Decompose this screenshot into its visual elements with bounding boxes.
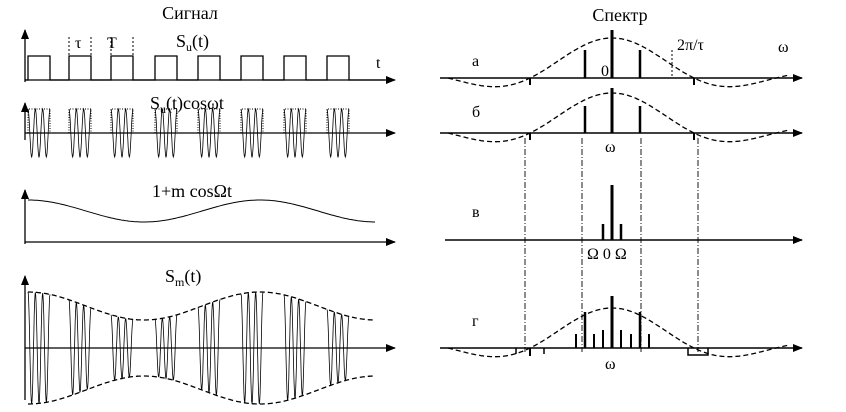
spectrum-b-omega: ω bbox=[605, 139, 616, 156]
spectrum-a-envelope bbox=[447, 37, 791, 88]
pulse-envelope-dotted bbox=[27, 108, 350, 133]
signal-header: Сигнал bbox=[162, 3, 218, 23]
am-pulse-plot bbox=[21, 275, 396, 405]
modulating-cosine-curve bbox=[28, 199, 375, 223]
spectrum-b-letter: б bbox=[472, 104, 480, 121]
sm-label: Sm(t) bbox=[165, 266, 201, 289]
spectrum-header: Спектр bbox=[592, 5, 647, 25]
spectrum-a-letter: а bbox=[472, 53, 479, 70]
spectrum-a-period: 2π/τ bbox=[677, 37, 705, 54]
spectrum-g-omega: ω bbox=[605, 356, 616, 373]
pulse-carrier-plot bbox=[21, 102, 396, 159]
spectrum-g-letter: г bbox=[472, 313, 479, 330]
spectrum-a-omega: ω bbox=[778, 39, 789, 56]
pulse-train-plot bbox=[21, 29, 396, 84]
spectrum-v-plot bbox=[445, 185, 803, 244]
period-T-label: T bbox=[107, 35, 117, 52]
modulating-signal-plot bbox=[21, 189, 396, 246]
spectrum-b-envelope bbox=[447, 92, 791, 143]
spectrum-v-letter: в bbox=[472, 204, 480, 221]
spectrum-a-zero: 0 bbox=[601, 63, 609, 80]
time-axis-label: t bbox=[376, 55, 381, 72]
pulse-waveform bbox=[25, 55, 385, 81]
spectrum-v-labels: Ω 0 Ω bbox=[587, 246, 627, 263]
tau-label: τ bbox=[75, 35, 82, 52]
su-cos-label: Su(t)cosωt bbox=[150, 93, 224, 116]
spectrum-g-envelope bbox=[447, 307, 791, 358]
carrier-bursts bbox=[27, 107, 350, 159]
am-carrier-bursts bbox=[27, 291, 350, 405]
spectrum-g-plot bbox=[440, 296, 803, 358]
modulating-formula-label: 1+m cosΩt bbox=[152, 181, 232, 201]
su-label: Su(t) bbox=[176, 31, 209, 54]
spectrum-a-plot bbox=[440, 30, 803, 88]
spectrum-b-plot bbox=[440, 88, 803, 143]
